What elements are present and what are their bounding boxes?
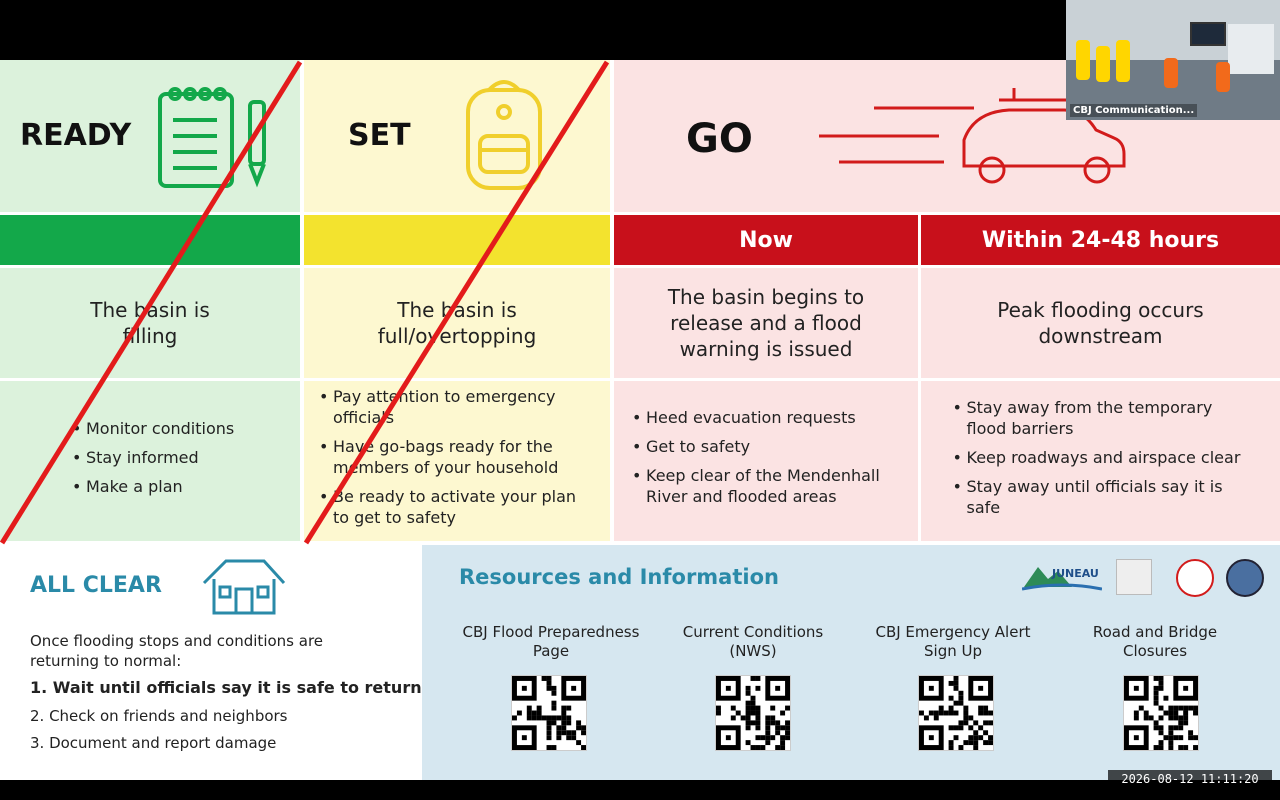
video-person bbox=[1076, 40, 1090, 80]
video-window bbox=[1228, 24, 1274, 74]
list-item: Stay informed bbox=[70, 447, 270, 468]
set-actions: Pay attention to emergency officials Hav… bbox=[304, 381, 610, 541]
flood-slide: READY SET GO bbox=[0, 60, 1280, 780]
list-item: Be ready to activate your plan to get to… bbox=[317, 486, 597, 528]
backpack-icon bbox=[454, 74, 554, 198]
resource-label-alert-signup: CBJ Emergency Alert Sign Up bbox=[875, 623, 1031, 660]
qr-pattern bbox=[716, 676, 790, 750]
participant-label: CBJ Communication... bbox=[1070, 104, 1198, 117]
notepad-pen-icon bbox=[155, 82, 285, 196]
list-item: Monitor conditions bbox=[70, 418, 270, 439]
step-2: 2. Check on friends and neighbors bbox=[30, 707, 288, 725]
video-screen bbox=[1190, 22, 1226, 46]
step-1: 1. Wait until officials say it is safe t… bbox=[30, 678, 422, 697]
video-person bbox=[1116, 40, 1130, 82]
resources-title: Resources and Information bbox=[459, 565, 779, 589]
juneau-logo: JUNEAU bbox=[1021, 557, 1103, 593]
video-person bbox=[1216, 62, 1230, 92]
nws-logo bbox=[1176, 559, 1214, 597]
go-label: GO bbox=[686, 116, 753, 162]
cross-out-lines bbox=[0, 60, 610, 545]
all-clear-intro: Once flooding stops and conditions are r… bbox=[30, 632, 324, 670]
resource-label-conditions: Current Conditions (NWS) bbox=[682, 623, 824, 660]
ready-cross-out bbox=[0, 60, 303, 545]
later-description: Peak flooding occurs downstream bbox=[921, 268, 1280, 378]
list-item: Keep clear of the Mendenhall River and f… bbox=[630, 465, 902, 507]
video-person bbox=[1096, 46, 1110, 82]
ready-bar bbox=[0, 215, 300, 265]
juneau-logo-text: JUNEAU bbox=[1052, 567, 1099, 580]
set-cross-out bbox=[303, 60, 610, 545]
resource-label-road-closures: Road and Bridge Closures bbox=[1092, 623, 1218, 660]
video-person bbox=[1164, 58, 1178, 88]
resources-panel: Resources and Information JUNEAU CBJ Flo… bbox=[422, 545, 1280, 780]
ready-description: The basin is filling bbox=[0, 268, 300, 378]
list-item: Heed evacuation requests bbox=[630, 407, 902, 428]
later-label: Within 24-48 hours bbox=[981, 227, 1220, 253]
borough-seal-logo bbox=[1226, 559, 1264, 597]
list-item: Have go-bags ready for the members of yo… bbox=[317, 436, 597, 478]
qr-pattern bbox=[919, 676, 993, 750]
house-icon bbox=[200, 557, 288, 621]
list-item: Make a plan bbox=[70, 476, 270, 497]
list-item: Stay away from the temporary flood barri… bbox=[951, 397, 1251, 439]
set-description: The basin is full/overtopping bbox=[304, 268, 610, 378]
later-actions: Stay away from the temporary flood barri… bbox=[921, 381, 1280, 541]
car-icon bbox=[814, 78, 1134, 198]
now-label: Now bbox=[739, 227, 793, 253]
all-clear-title: ALL CLEAR bbox=[30, 573, 162, 598]
participant-video-thumbnail[interactable]: CBJ Communication... bbox=[1066, 0, 1280, 120]
set-label: SET bbox=[348, 118, 411, 153]
timestamp-overlay: 2026-08-12 11:11:20 bbox=[1108, 770, 1272, 788]
list-item: Keep roadways and airspace clear bbox=[951, 447, 1251, 468]
qr-code-road-closures[interactable] bbox=[1123, 675, 1199, 751]
now-bar: Now bbox=[614, 215, 918, 265]
qr-pattern bbox=[512, 676, 586, 750]
now-actions: Heed evacuation requests Get to safety K… bbox=[614, 381, 918, 541]
ready-label: READY bbox=[20, 118, 132, 153]
now-description: The basin begins to release and a flood … bbox=[614, 268, 918, 378]
qr-code-flood-page[interactable] bbox=[511, 675, 587, 751]
list-item: Get to safety bbox=[630, 436, 902, 457]
set-bar bbox=[304, 215, 610, 265]
ready-header: READY bbox=[0, 60, 300, 212]
qr-code-alert-signup[interactable] bbox=[918, 675, 994, 751]
later-bar: Within 24-48 hours bbox=[921, 215, 1280, 265]
qr-pattern bbox=[1124, 676, 1198, 750]
step-3: 3. Document and report damage bbox=[30, 734, 277, 752]
list-item: Stay away until officials say it is safe bbox=[951, 476, 1251, 518]
all-clear-panel: ALL CLEAR Once flooding stops and condit… bbox=[0, 545, 422, 780]
tribal-logo bbox=[1116, 559, 1152, 595]
resource-label-flood-page: CBJ Flood Preparedness Page bbox=[462, 623, 640, 660]
qr-code-conditions[interactable] bbox=[715, 675, 791, 751]
